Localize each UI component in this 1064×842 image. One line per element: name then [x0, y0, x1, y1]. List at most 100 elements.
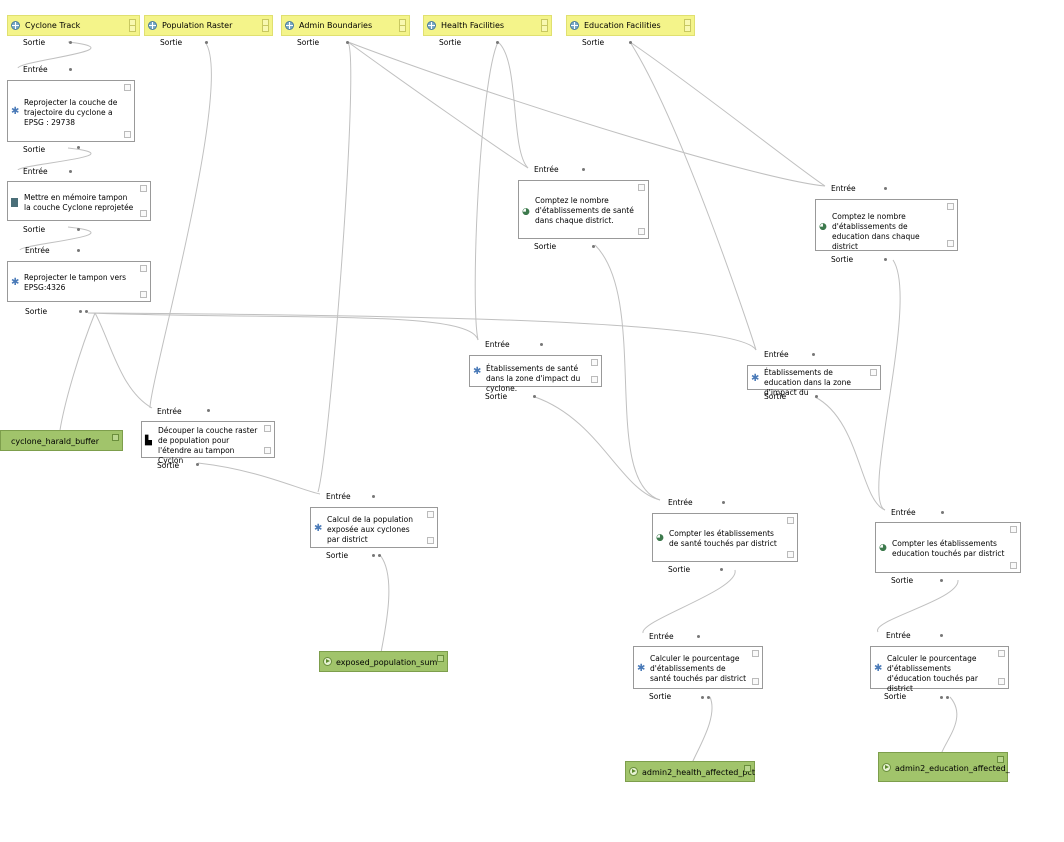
edit-icon[interactable] — [684, 25, 691, 32]
algo-clip-raster[interactable]: ▙ Découper la couche raster de populatio… — [141, 421, 275, 465]
remove-icon[interactable] — [124, 84, 131, 91]
link-pctE-output — [939, 696, 958, 761]
port-dot[interactable] — [940, 634, 943, 637]
edit-icon[interactable] — [262, 25, 269, 32]
port-dot[interactable] — [346, 41, 349, 44]
input-cyclone-track[interactable]: Cyclone Track — [7, 15, 140, 36]
port-dot[interactable] — [69, 68, 72, 71]
port-dot[interactable] — [701, 696, 704, 699]
algo-count-health-district[interactable]: ◕ Comptez le nombre d'établissements de … — [518, 180, 649, 239]
port-dot[interactable] — [582, 168, 585, 171]
edit-icon[interactable] — [591, 376, 598, 383]
edit-icon[interactable] — [1010, 562, 1017, 569]
port-dot[interactable] — [77, 146, 80, 149]
link-health-impact — [474, 41, 499, 341]
port-dot[interactable] — [533, 395, 536, 398]
port-dot[interactable] — [722, 501, 725, 504]
port-dot[interactable] — [69, 170, 72, 173]
port-dot[interactable] — [205, 41, 208, 44]
algo-pct-health[interactable]: ✱ Calculer le pourcentage d'établissemen… — [633, 646, 763, 689]
remove-icon[interactable] — [1010, 526, 1017, 533]
node-label: Reprojecter la couche de trajectoire du … — [24, 98, 118, 127]
input-education-facilities[interactable]: Education Facilities — [566, 15, 695, 36]
port-dot[interactable] — [372, 495, 375, 498]
edit-icon[interactable] — [787, 551, 794, 558]
port-dot[interactable] — [812, 353, 815, 356]
port-dot[interactable] — [207, 409, 210, 412]
edit-icon[interactable] — [140, 210, 147, 217]
remove-icon[interactable] — [638, 184, 645, 191]
port-dot[interactable] — [496, 41, 499, 44]
port-dot[interactable] — [707, 696, 710, 699]
input-admin-boundaries[interactable]: Admin Boundaries — [281, 15, 410, 36]
edit-icon[interactable] — [264, 447, 271, 454]
node-label: exposed_population_sum — [336, 658, 438, 667]
edit-icon[interactable] — [752, 678, 759, 685]
remove-icon[interactable] — [140, 185, 147, 192]
port-dot[interactable] — [79, 310, 82, 313]
algo-reproject-cyclone[interactable]: ✱ Reprojecter la couche de trajectoire d… — [7, 80, 135, 142]
output-health-affected-pct[interactable]: admin2_health_affected_pct — [625, 761, 755, 782]
input-population-raster[interactable]: Population Raster — [144, 15, 273, 36]
port-dot[interactable] — [69, 41, 72, 44]
port-dot[interactable] — [884, 187, 887, 190]
port-dot[interactable] — [540, 343, 543, 346]
port-dot[interactable] — [941, 511, 944, 514]
edit-icon[interactable] — [140, 291, 147, 298]
output-exposed-population[interactable]: exposed_population_sum — [319, 651, 448, 672]
algo-count-education-affected[interactable]: ◕ Compter les établissements education t… — [875, 522, 1021, 573]
output-cyclone-buffer[interactable]: cyclone_harald_buffer — [0, 430, 123, 451]
edit-icon[interactable] — [998, 678, 1005, 685]
port-dot[interactable] — [196, 463, 199, 466]
algo-buffer-cyclone[interactable]: Mettre en mémoire tampon la couche Cyclo… — [7, 181, 151, 221]
output-education-affected-pct[interactable]: admin2_education_affected_ — [878, 752, 1010, 782]
port-dot[interactable] — [372, 554, 375, 557]
port-dot[interactable] — [77, 249, 80, 252]
port-dot[interactable] — [629, 41, 632, 44]
port-dot[interactable] — [697, 635, 700, 638]
algo-pct-education[interactable]: ✱ Calculer le pourcentage d'établissemen… — [870, 646, 1009, 693]
link-reproj2-edu — [87, 312, 757, 351]
port-dot[interactable] — [592, 245, 595, 248]
edit-icon[interactable] — [638, 228, 645, 235]
remove-icon[interactable] — [437, 655, 444, 662]
port-dot[interactable] — [85, 310, 88, 313]
port-dot[interactable] — [940, 579, 943, 582]
algo-count-health-affected[interactable]: ◕ Compter les établissements de santé to… — [652, 513, 798, 562]
edit-icon[interactable] — [541, 25, 548, 32]
port-dot[interactable] — [77, 228, 80, 231]
port-dot[interactable] — [940, 696, 943, 699]
remove-icon[interactable] — [787, 517, 794, 524]
remove-icon[interactable] — [998, 650, 1005, 657]
link-pop-clip — [149, 41, 212, 409]
remove-icon[interactable] — [947, 203, 954, 210]
edit-icon[interactable] — [399, 25, 406, 32]
remove-icon[interactable] — [427, 511, 434, 518]
remove-icon[interactable] — [112, 434, 119, 441]
input-health-facilities[interactable]: Health Facilities — [423, 15, 552, 36]
edit-icon[interactable] — [124, 131, 131, 138]
algo-reproject-buffer[interactable]: ✱ Reprojecter le tampon vers EPSG:4326 — [7, 261, 151, 302]
edit-icon[interactable] — [947, 240, 954, 247]
remove-icon[interactable] — [752, 650, 759, 657]
algo-count-education-district[interactable]: ◕ Comptez le nombre d'établissements de … — [815, 199, 958, 251]
algo-education-impact-zone[interactable]: ✱ Établissements de education dans la zo… — [747, 365, 881, 397]
algo-health-impact-zone[interactable]: ✱ Établissements de santé dans la zone d… — [469, 355, 602, 393]
port-dot[interactable] — [815, 395, 818, 398]
port-dot[interactable] — [884, 258, 887, 261]
port-dot[interactable] — [720, 568, 723, 571]
remove-icon[interactable] — [264, 425, 271, 432]
remove-icon[interactable] — [997, 756, 1004, 763]
remove-icon[interactable] — [591, 359, 598, 366]
remove-icon[interactable] — [744, 765, 751, 772]
algo-exposed-population[interactable]: ✱ Calcul de la population exposée aux cy… — [310, 507, 438, 548]
port-dot[interactable] — [946, 696, 949, 699]
edit-icon[interactable] — [129, 25, 136, 32]
edit-icon[interactable] — [427, 537, 434, 544]
link-countH-compter — [594, 244, 661, 501]
remove-icon[interactable] — [140, 265, 147, 272]
port-input: Entrée — [326, 492, 351, 501]
remove-icon[interactable] — [870, 369, 877, 376]
port-dot[interactable] — [378, 554, 381, 557]
